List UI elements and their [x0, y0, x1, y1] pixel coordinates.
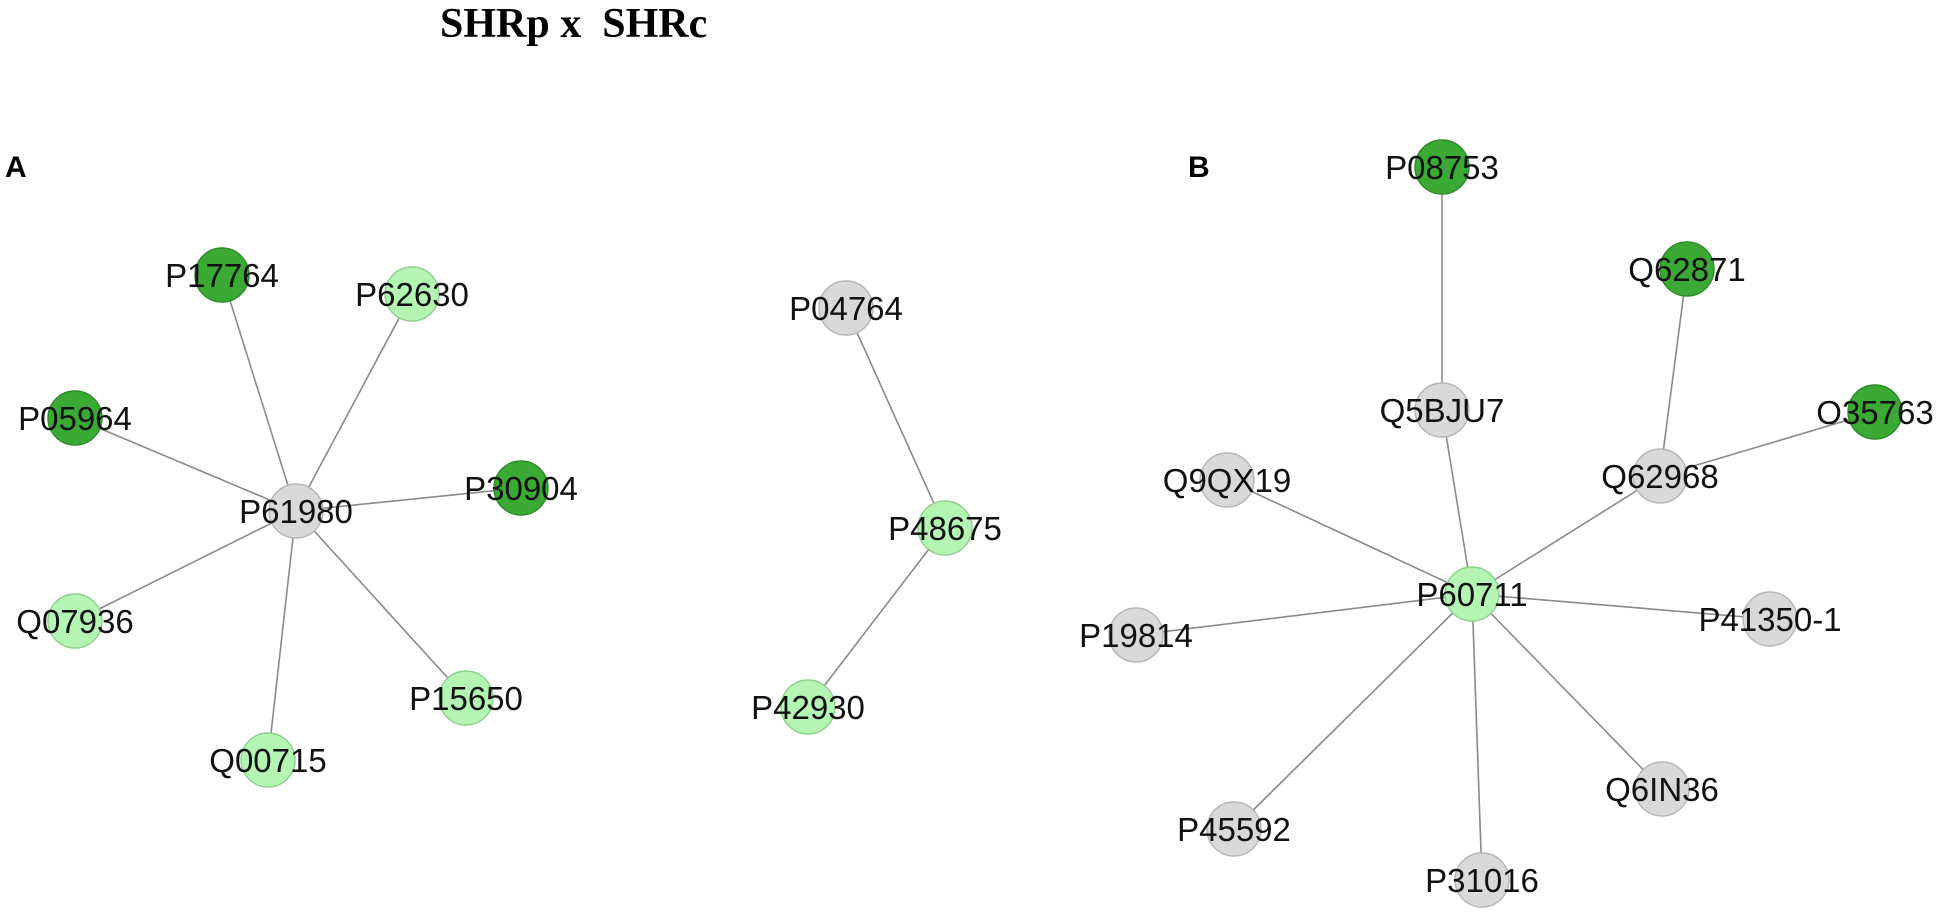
panel-b-node-q9qx19	[1199, 452, 1255, 508]
panel-b-node-p45592	[1206, 801, 1262, 857]
panel-b-node-p19814	[1108, 607, 1164, 663]
panel-b-node-label-o35763: O35763	[1816, 394, 1933, 431]
panel-a-node-p48675	[917, 500, 973, 556]
panel-a-node-p05964	[47, 390, 103, 446]
panel-a-node-label-q07936: Q07936	[16, 603, 133, 640]
panel-a-edge-p61980-p62630	[295, 293, 413, 512]
panel-a-node-label-p04764: P04764	[789, 290, 903, 327]
panel-b-edge-q5bju7-p60711	[1441, 409, 1473, 595]
panel-b-node-label-q6in36: Q6IN36	[1605, 771, 1719, 808]
panel-b-edge-o35763-q62968	[1659, 411, 1876, 477]
panel-b-node-label-p08753: P08753	[1385, 149, 1499, 186]
panel-b-node-label-q62871: Q62871	[1628, 251, 1745, 288]
panel-b-node-p31016	[1454, 852, 1510, 908]
panel-b-edge-p41350-1-p60711	[1471, 593, 1771, 620]
panel-b-node-o35763	[1847, 384, 1903, 440]
panel-b-node-label-p41350-1: P41350-1	[1698, 601, 1841, 638]
panel-a-node-label-p15650: P15650	[409, 680, 523, 717]
panel-a-edge-p61980-p15650	[295, 510, 467, 699]
panel-a-node-label-p05964: P05964	[18, 400, 132, 437]
panel-a-node-p62630	[384, 266, 440, 322]
panel-b-node-label-p45592: P45592	[1177, 811, 1291, 848]
panel-a-node-p15650	[438, 670, 494, 726]
panel-b-node-p60711	[1444, 566, 1500, 622]
panel-a-node-p42930	[780, 679, 836, 735]
panel-b-node-q6in36	[1634, 761, 1690, 817]
panel-a-edge-p61980-q00715	[267, 510, 297, 761]
panel-a-node-q00715	[240, 732, 296, 788]
panel-a-node-p30904	[493, 460, 549, 516]
panel-a-node-label-p42930: P42930	[751, 689, 865, 726]
panel-b-node-label-q62968: Q62968	[1601, 458, 1718, 495]
panel-a-node-label-q00715: Q00715	[209, 742, 326, 779]
panel-b-edge-p31016-p60711	[1471, 593, 1483, 881]
panel-a-node-p04764	[818, 280, 874, 336]
panel-b-edge-p45592-p60711	[1233, 593, 1473, 830]
panel-b-node-q5bju7	[1414, 382, 1470, 438]
panel-a-node-q07936	[47, 593, 103, 649]
panel-a-node-label-p62630: P62630	[355, 276, 469, 313]
panel-b-edge-q9qx19-p60711	[1226, 479, 1473, 595]
panel-a-edge-p61980-p30904	[295, 487, 522, 512]
panel-b-label: B	[1188, 151, 1210, 184]
panel-a-edge-p48675-p42930	[807, 527, 946, 708]
panel-a-node-label-p17764: P17764	[165, 257, 279, 294]
panel-b-node-label-q9qx19: Q9QX19	[1163, 462, 1291, 499]
panel-b-node-p08753	[1414, 139, 1470, 195]
panel-b-edge-q62871-q62968	[1659, 268, 1688, 477]
panel-b-node-label-p60711: P60711	[1416, 576, 1527, 613]
panel-a-node-label-p61980: P61980	[239, 493, 353, 530]
figure-title: SHRp x SHRc	[440, 1, 707, 47]
panel-b-node-label-q5bju7: Q5BJU7	[1380, 392, 1505, 429]
panel-b-node-label-p31016: P31016	[1425, 862, 1539, 899]
panel-a-node-p17764	[194, 247, 250, 303]
panel-b-edge-q6in36-p60711	[1471, 593, 1663, 790]
panel-b-node-q62968	[1632, 448, 1688, 504]
panel-a-network: P61980 P17764P62630P05964P30904Q07936P156…	[16, 247, 1002, 788]
panel-a-edge-p61980-q07936	[74, 510, 297, 622]
panel-b-edge-q62968-p60711	[1471, 475, 1661, 595]
panel-a-node-label-p30904: P30904	[464, 470, 578, 507]
panel-b-node-label-p19814: P19814	[1079, 617, 1193, 654]
panel-a-node-label-p48675: P48675	[888, 510, 1002, 547]
panel-a-edge-p04764-p48675	[845, 307, 946, 529]
panel-a-edge-p61980-p05964	[74, 417, 297, 512]
panel-a-label: A	[5, 151, 27, 184]
panel-a-node-p61980	[268, 483, 324, 539]
panel-b-node-q62871	[1659, 241, 1715, 297]
panel-b-node-p41350-1	[1742, 591, 1798, 647]
panel-b-edge-p19814-p60711	[1135, 593, 1473, 636]
panel-a-edge-p61980-p17764	[221, 274, 297, 512]
